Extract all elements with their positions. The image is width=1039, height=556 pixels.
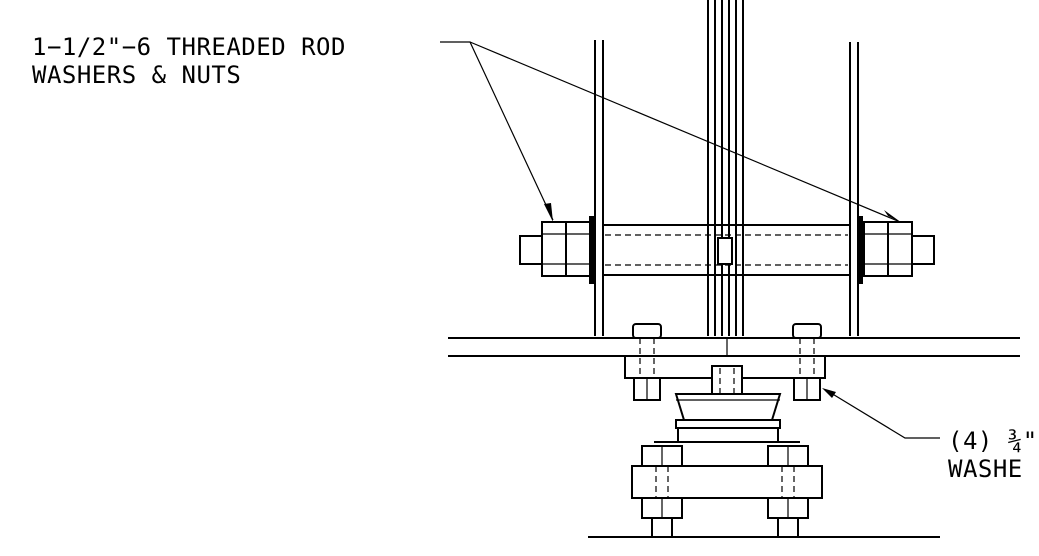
- right-nuts: [858, 216, 913, 284]
- anchor-label: (4) ¾": [948, 427, 1038, 455]
- lower-right-bolt: [767, 445, 809, 536]
- leader-lines: [440, 41, 940, 439]
- threaded-rod: [519, 224, 935, 276]
- lower-left-bolt: [641, 445, 683, 536]
- center-stub: [711, 365, 743, 410]
- side-plates: [594, 40, 859, 336]
- center-column: [707, 0, 744, 336]
- anchor-washer-label: WASHE: [948, 455, 1023, 483]
- threaded-rod-label: 1−1/2"−6 THREADED ROD: [32, 33, 346, 61]
- base-plate: [448, 337, 1020, 357]
- bearing-shoe: [674, 393, 782, 443]
- washers-nuts-label: WASHERS & NUTS: [32, 61, 241, 89]
- top-bolt-heads: [632, 323, 822, 339]
- anchor-nuts: [633, 377, 821, 401]
- left-nuts: [541, 216, 594, 284]
- support-block: [631, 441, 823, 499]
